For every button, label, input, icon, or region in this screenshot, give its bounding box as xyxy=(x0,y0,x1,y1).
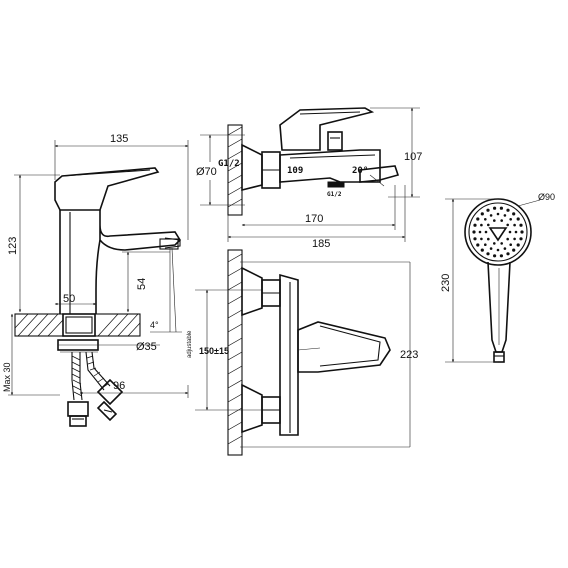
nozzle-dot xyxy=(512,248,516,252)
dim-outer-length: 185 xyxy=(312,238,330,250)
dim-front-height: 223 xyxy=(400,349,418,361)
dim-escutcheon-diameter: Ø70 xyxy=(196,166,217,178)
nozzle-dot xyxy=(520,230,524,234)
nozzle-dot xyxy=(493,242,496,245)
dim-basin-width: 135 xyxy=(110,133,128,145)
nozzle-dot xyxy=(508,230,512,234)
dim-inner-length: 170 xyxy=(305,213,323,225)
hand-shower-view: Ø90 230 xyxy=(440,192,555,363)
nozzle-dot xyxy=(499,206,503,210)
nozzle-dot xyxy=(503,214,507,217)
bath-mixer-top-view: Ø70 G1/2 109 20° G1/2 107 170 185 xyxy=(196,107,422,250)
dim-inlet-spacing: 150±15 xyxy=(199,346,229,356)
nozzle-dot xyxy=(513,223,516,227)
nozzle-dot xyxy=(496,248,500,252)
dim-thread-left: G1/2 xyxy=(218,159,240,169)
nozzle-dot xyxy=(519,223,523,227)
nozzle-dot xyxy=(499,254,503,258)
dim-hose-length: 96 xyxy=(113,380,125,392)
nozzle-dot xyxy=(487,237,490,241)
dim-spout-angle: 20° xyxy=(352,166,368,176)
nozzle-dot xyxy=(500,242,504,245)
dim-body-depth: 109 xyxy=(287,166,303,176)
dim-spout-reach: 50 xyxy=(63,293,75,305)
nozzle-dot xyxy=(512,212,516,216)
nozzle-dot xyxy=(473,223,477,227)
nozzle-dot xyxy=(506,252,510,256)
nozzle-dot xyxy=(489,247,493,250)
nozzle-dot xyxy=(493,219,496,222)
nozzle-dot xyxy=(480,237,483,241)
nozzle-dot xyxy=(480,212,484,216)
bath-mixer-front-view: 150±15 adjustable 223 xyxy=(187,249,418,456)
countertop-hatch xyxy=(14,313,141,337)
nozzle-dot xyxy=(514,230,518,234)
nozzle-dot xyxy=(519,237,523,241)
nozzle-dot xyxy=(509,218,512,221)
nozzle-dot xyxy=(480,223,483,227)
nozzle-dot xyxy=(513,237,516,241)
nozzle-dot xyxy=(487,223,490,227)
nozzle-dot xyxy=(473,237,477,241)
nozzle-dot xyxy=(516,217,520,221)
dim-hole-diameter: Ø35 xyxy=(136,341,157,353)
dim-thread-bottom: G1/2 xyxy=(327,191,342,198)
dim-shower-length: 230 xyxy=(440,274,452,292)
dim-angle: 4° xyxy=(150,320,159,330)
dim-basin-height: 123 xyxy=(7,237,19,255)
dim-top-height: 107 xyxy=(404,151,422,163)
nozzle-dot xyxy=(486,252,490,256)
nozzle-dot xyxy=(516,243,520,247)
nozzle-dot xyxy=(500,219,504,222)
nozzle-dot xyxy=(506,237,510,241)
dim-max-thickness: Max 30 xyxy=(2,362,12,392)
nozzle-dot xyxy=(480,248,484,252)
dim-head-diameter: Ø90 xyxy=(538,192,555,202)
nozzle-dot xyxy=(503,247,507,250)
nozzle-dot xyxy=(496,212,500,216)
nozzle-dot xyxy=(484,218,487,221)
nozzle-dot xyxy=(486,208,490,212)
nozzle-dot xyxy=(476,217,480,221)
nozzle-dot xyxy=(484,230,488,234)
nozzle-dot xyxy=(506,223,510,227)
dim-spacing-note: adjustable xyxy=(187,330,193,358)
nozzle-dot xyxy=(509,243,512,246)
nozzle-dot xyxy=(489,214,493,217)
nozzle-dot xyxy=(493,206,497,210)
basin-mixer-view: 135 123 54 50 4° xyxy=(2,133,189,427)
nozzle-dot xyxy=(484,243,487,246)
nozzle-dot xyxy=(478,230,482,234)
nozzle-dot xyxy=(493,254,497,258)
nozzle-dot xyxy=(472,230,476,234)
shower-nozzles xyxy=(472,206,524,258)
nozzle-dot xyxy=(476,243,480,247)
nozzle-dot xyxy=(506,208,510,212)
dim-spout-height: 54 xyxy=(136,278,148,290)
